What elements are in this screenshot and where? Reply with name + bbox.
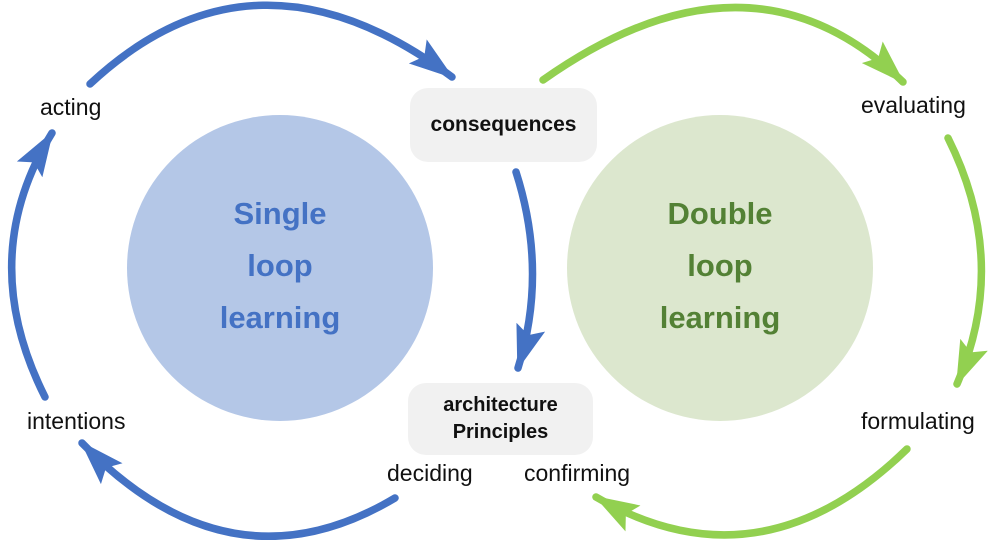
double-loop-title-line: Double [667, 196, 773, 231]
double-loop-title-line: learning [659, 300, 781, 335]
arrow-intentions-to-acting [8, 129, 56, 401]
arrow-formulating-to-confirming [592, 445, 911, 539]
single-loop-title-line: loop [247, 248, 313, 283]
consequences-node-label: consequences [430, 113, 577, 136]
double-loop-title: Double loop learning [570, 188, 870, 344]
arrow-deciding-to-intentions [78, 439, 399, 540]
architecture-principles-node-line: Principles [452, 421, 549, 443]
double-loop-circle [567, 115, 873, 421]
label-deciding: deciding [387, 460, 473, 486]
architecture-principles-node: architecture Principles [408, 383, 593, 455]
single-loop-title: Single loop learning [130, 188, 430, 344]
single-loop-title-line: learning [219, 300, 341, 335]
double-loop-title-line: loop [687, 248, 753, 283]
single-loop-title-line: Single [233, 196, 327, 231]
label-acting: acting [40, 94, 102, 120]
label-intentions: intentions [27, 408, 126, 434]
arrow-acting-to-consequences [86, 1, 456, 88]
single-loop-circle [127, 115, 433, 421]
consequences-node: consequences [410, 88, 597, 162]
label-evaluating: evaluating [861, 92, 966, 118]
arrow-consequences-to-principles [512, 168, 546, 372]
label-formulating: formulating [861, 408, 975, 434]
arrow-consequences-to-evaluating [539, 3, 907, 86]
arrow-evaluating-to-formulating [944, 134, 988, 388]
architecture-principles-node-line: architecture [443, 394, 558, 416]
label-confirming: confirming [524, 460, 631, 486]
